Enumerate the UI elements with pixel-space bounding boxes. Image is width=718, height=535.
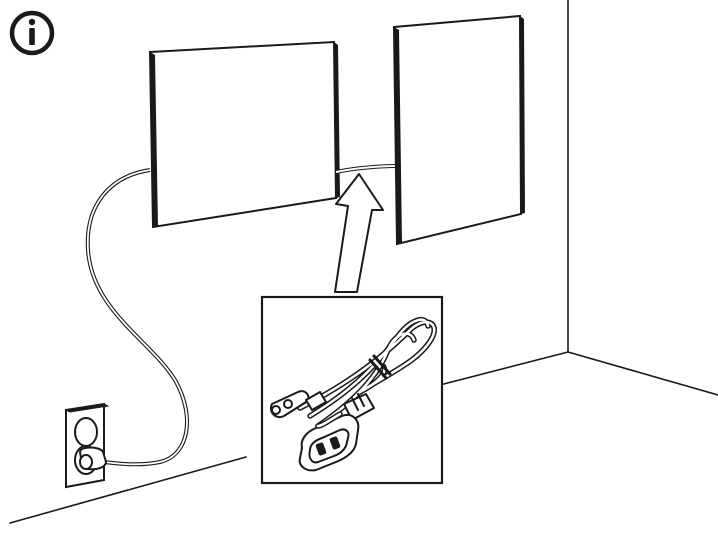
floor-line-right-front xyxy=(435,351,569,387)
floor-line-left xyxy=(9,456,247,524)
floor-line-right-back xyxy=(567,351,718,396)
room-outline xyxy=(9,0,718,524)
power-cable-icon xyxy=(270,316,437,472)
heater-panel-left xyxy=(148,40,340,229)
arrow-up-icon xyxy=(334,173,384,293)
heater-panel-right xyxy=(392,14,525,246)
power-cable-detail xyxy=(260,295,444,485)
power-plug-icon xyxy=(78,446,108,471)
info-icon xyxy=(9,10,55,56)
wall-outlet-icon xyxy=(64,402,110,489)
